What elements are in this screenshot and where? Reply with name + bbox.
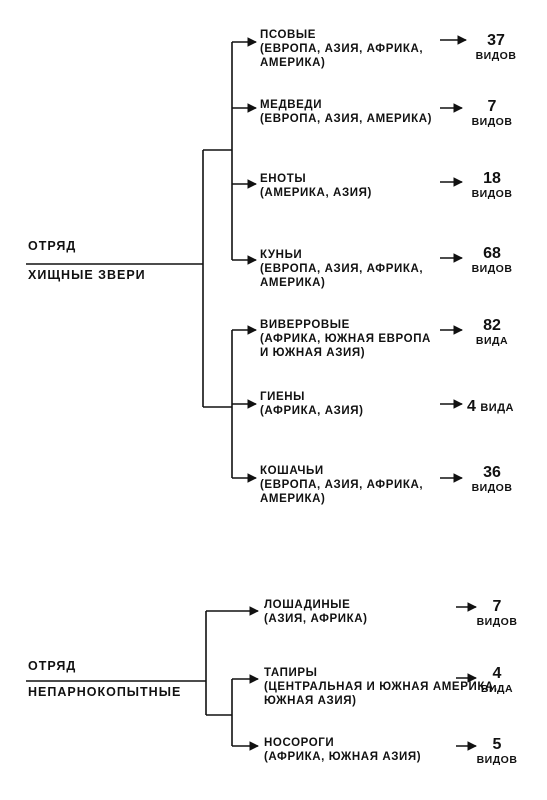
family-range: (АМЕРИКА, АЗИЯ): [260, 187, 372, 199]
family-name: ТАПИРЫ: [264, 667, 318, 679]
family-range: (ЕВРОПА, АЗИЯ, АФРИКА,: [260, 43, 424, 55]
family-range: (ЕВРОПА, АЗИЯ, АФРИКА,: [260, 263, 424, 275]
count-word: ВИДОВ: [471, 116, 513, 128]
family-label: ЛОШАДИНЫЕ (АЗИЯ, АФРИКА): [264, 598, 368, 626]
species-count: 18 ВИДОВ: [466, 170, 518, 201]
family-range: (АФРИКА, ЮЖНАЯ АЗИЯ): [264, 751, 422, 763]
family-name: ЕНОТЫ: [260, 173, 307, 185]
count-word: ВИДОВ: [476, 754, 518, 766]
order-name: ХИЩНЫЕ ЗВЕРИ: [28, 268, 146, 282]
family-label: ПСОВЫЕ (ЕВРОПА, АЗИЯ, АФРИКА, АМЕРИКА): [260, 28, 423, 70]
family-range: (АФРИКА, АЗИЯ): [260, 405, 364, 417]
order-prefix: ОТРЯД: [28, 659, 77, 673]
family-name: ВИВЕРРОВЫЕ: [260, 319, 350, 331]
family-range: (ЕВРОПА, АЗИЯ, АМЕРИКА): [260, 113, 433, 125]
count-number: 5: [492, 736, 502, 753]
family-range: (ЦЕНТРАЛЬНАЯ И ЮЖНАЯ АМЕРИКА,: [264, 681, 498, 693]
family-label: ЕНОТЫ (АМЕРИКА, АЗИЯ): [260, 172, 372, 200]
family-name: МЕДВЕДИ: [260, 99, 323, 111]
count-word: ВИДА: [480, 402, 514, 414]
family-name: ГИЕНЫ: [260, 391, 306, 403]
count-word: ВИДОВ: [475, 50, 517, 62]
family-label: КОШАЧЬИ (ЕВРОПА, АЗИЯ, АФРИКА, АМЕРИКА): [260, 464, 423, 506]
count-number: 37: [487, 32, 505, 49]
species-count: 4 ВИДА: [471, 665, 523, 696]
family-name: НОСОРОГИ: [264, 737, 335, 749]
species-count: 68 ВИДОВ: [466, 245, 518, 276]
count-number: 4: [492, 665, 502, 682]
family-label: ГИЕНЫ (АФРИКА, АЗИЯ): [260, 390, 364, 418]
family-range: (АФРИКА, ЮЖНАЯ ЕВРОПА: [260, 333, 431, 345]
species-count: 4 ВИДА: [467, 398, 514, 416]
count-word: ВИДА: [475, 335, 509, 347]
family-label: ТАПИРЫ (ЦЕНТРАЛЬНАЯ И ЮЖНАЯ АМЕРИКА, ЮЖН…: [264, 666, 498, 708]
count-word: ВИДОВ: [471, 188, 513, 200]
family-range: АМЕРИКА): [260, 277, 326, 289]
count-number: 7: [487, 98, 497, 115]
family-range: АМЕРИКА): [260, 57, 326, 69]
family-label: НОСОРОГИ (АФРИКА, ЮЖНАЯ АЗИЯ): [264, 736, 421, 764]
family-name: КУНЬИ: [260, 249, 303, 261]
family-range: ЮЖНАЯ АЗИЯ): [264, 695, 357, 707]
family-label: ВИВЕРРОВЫЕ (АФРИКА, ЮЖНАЯ ЕВРОПА И ЮЖНАЯ…: [260, 318, 431, 360]
family-range: (ЕВРОПА, АЗИЯ, АФРИКА,: [260, 479, 424, 491]
order-prefix: ОТРЯД: [28, 239, 77, 253]
count-number: 7: [492, 598, 502, 615]
count-number: 68: [483, 245, 501, 262]
family-label: КУНЬИ (ЕВРОПА, АЗИЯ, АФРИКА, АМЕРИКА): [260, 248, 423, 290]
order-name: НЕПАРНОКОПЫТНЫЕ: [28, 685, 182, 699]
count-number: 82: [483, 317, 501, 334]
count-number: 18: [483, 170, 501, 187]
family-name: КОШАЧЬИ: [260, 465, 324, 477]
count-word: ВИДА: [480, 683, 514, 695]
count-word: ВИДОВ: [476, 616, 518, 628]
family-range: И ЮЖНАЯ АЗИЯ): [260, 347, 366, 359]
species-count: 7 ВИДОВ: [466, 98, 518, 129]
species-count: 7 ВИДОВ: [471, 598, 523, 629]
family-name: ЛОШАДИНЫЕ: [264, 599, 351, 611]
count-word: ВИДОВ: [471, 263, 513, 275]
count-number: 4: [467, 398, 476, 415]
family-range: (АЗИЯ, АФРИКА): [264, 613, 368, 625]
species-count: 36 ВИДОВ: [466, 464, 518, 495]
count-word: ВИДОВ: [471, 482, 513, 494]
family-range: АМЕРИКА): [260, 493, 326, 505]
species-count: 5 ВИДОВ: [471, 736, 523, 767]
family-name: ПСОВЫЕ: [260, 29, 317, 41]
family-label: МЕДВЕДИ (ЕВРОПА, АЗИЯ, АМЕРИКА): [260, 98, 432, 126]
count-number: 36: [483, 464, 501, 481]
species-count: 82 ВИДА: [466, 317, 518, 348]
species-count: 37 ВИДОВ: [470, 32, 522, 63]
